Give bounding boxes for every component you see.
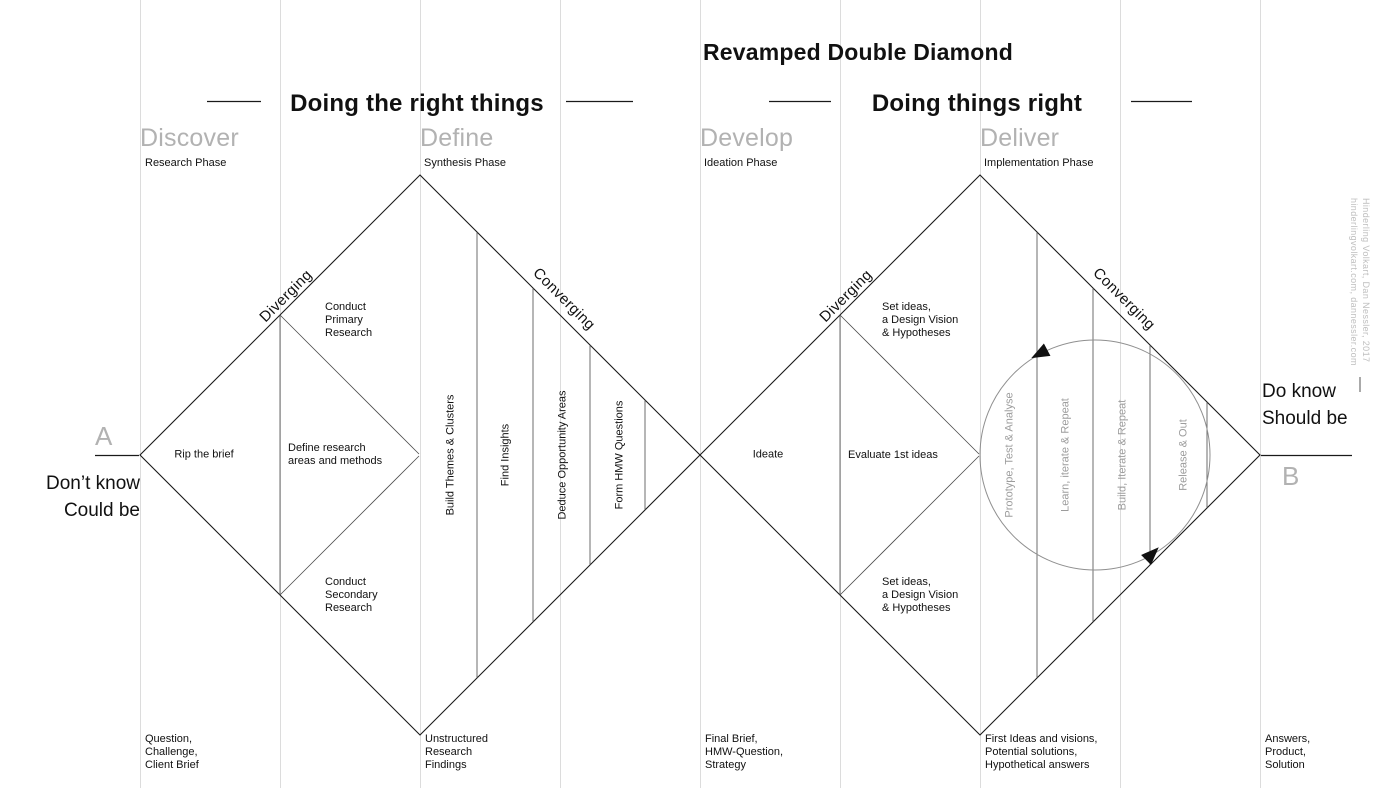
step-set-ideas-bottom: Set ideas, a Design Vision & Hypotheses bbox=[882, 576, 959, 614]
step-ideate: Ideate bbox=[752, 448, 784, 461]
step-rip-the-brief: Rip the brief bbox=[174, 448, 234, 461]
step-build-iterate-repeat: Build, Iterate & Repeat bbox=[1116, 399, 1129, 511]
milestone-answers: Answers, Product, Solution bbox=[1265, 733, 1311, 771]
milestone-final-brief: Final Brief, HMW-Question, Strategy bbox=[705, 733, 784, 771]
step-set-ideas-top: Set ideas, a Design Vision & Hypotheses bbox=[882, 301, 959, 339]
loop-arrow-top-icon bbox=[1031, 343, 1051, 359]
step-release-and-out: Release & Out bbox=[1177, 419, 1190, 491]
step-deduce-opportunity-areas: Deduce Opportunity Areas bbox=[556, 390, 569, 520]
milestone-research-findings: Unstructured Research Findings bbox=[425, 733, 488, 771]
attribution-credit: Hinderling Volkart, Dan Nessler, 2017 hi… bbox=[1349, 198, 1371, 366]
phase-name-discover: Discover bbox=[140, 124, 239, 152]
step-prototype-test-analyse: Prototype, Test & Analyse bbox=[1003, 392, 1016, 518]
step-secondary-research: Conduct Secondary Research bbox=[325, 576, 378, 614]
diamond-1-inner-lines bbox=[279, 232, 646, 678]
iteration-loop-circle bbox=[979, 339, 1211, 571]
grid-lines bbox=[140, 0, 1261, 788]
endpoint-b-letter: B bbox=[1282, 461, 1300, 491]
phase-subtitle-synthesis: Synthesis Phase bbox=[424, 157, 506, 169]
milestone-client-brief: Question, Challenge, Client Brief bbox=[145, 733, 199, 771]
phase-subtitle-research: Research Phase bbox=[145, 157, 227, 169]
step-learn-iterate-repeat: Learn, iterate & Repeat bbox=[1059, 398, 1072, 512]
phase-name-deliver: Deliver bbox=[980, 124, 1060, 152]
step-primary-research: Conduct Primary Research bbox=[325, 301, 373, 339]
phase-subtitle-ideation: Ideation Phase bbox=[704, 157, 778, 169]
step-evaluate-first-ideas: Evaluate 1st ideas bbox=[848, 449, 938, 461]
diamond-2-outline bbox=[699, 174, 1261, 736]
diamond-2-inner-lines bbox=[839, 232, 1208, 678]
section-header-left: Doing the right things bbox=[290, 90, 544, 117]
endpoint-b-state: Do know Should be bbox=[1262, 381, 1348, 429]
endpoint-a-state: Don’t know Could be bbox=[46, 473, 140, 521]
page-title: Revamped Double Diamond bbox=[702, 39, 1014, 65]
phase-subtitle-implementation: Implementation Phase bbox=[984, 157, 1094, 169]
step-form-hmw-questions: Form HMW Questions bbox=[613, 400, 626, 510]
section-header-right: Doing things right bbox=[871, 90, 1083, 117]
milestone-first-ideas: First Ideas and visions, Potential solut… bbox=[985, 733, 1098, 771]
step-define-research: Define research areas and methods bbox=[288, 442, 383, 467]
step-build-themes-clusters: Build Themes & Clusters bbox=[444, 394, 457, 516]
step-find-insights: Find Insights bbox=[499, 423, 512, 487]
iteration-loop-arrows bbox=[1031, 343, 1159, 565]
loop-arrow-bottom-icon bbox=[1141, 547, 1159, 565]
phase-name-define: Define bbox=[420, 124, 494, 152]
phase-name-develop: Develop bbox=[700, 124, 794, 152]
endpoint-a-letter: A bbox=[95, 421, 113, 451]
